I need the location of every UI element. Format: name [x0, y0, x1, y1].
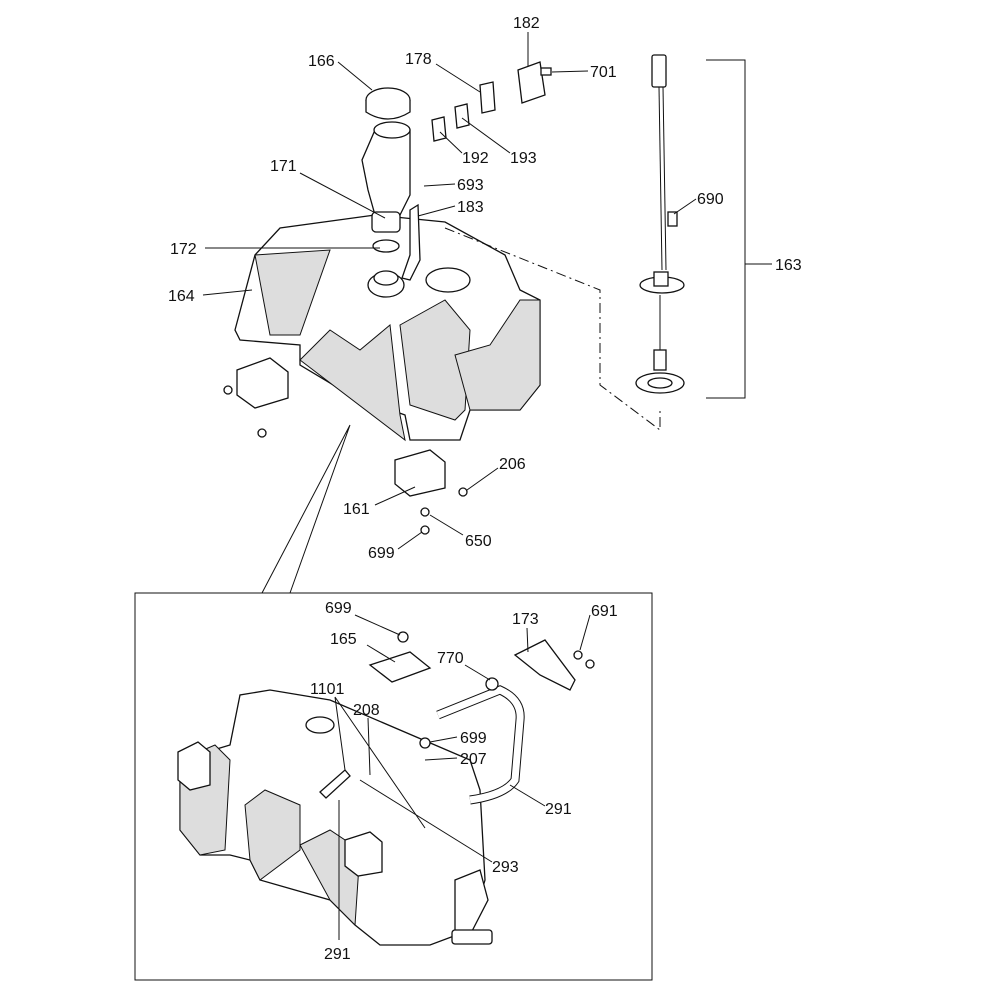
- part-label-206: 206: [499, 456, 526, 473]
- part-label-699-detail: 699: [325, 600, 352, 617]
- part-label-291-lower: 291: [324, 946, 351, 963]
- part-label-693: 693: [457, 177, 484, 194]
- part-label-164: 164: [168, 288, 195, 305]
- bracket-173: [513, 639, 576, 691]
- part-label-165: 165: [330, 631, 357, 648]
- plate-165: [368, 651, 432, 683]
- part-label-650: 650: [465, 533, 492, 550]
- part-label-183: 183: [457, 199, 484, 216]
- part-label-173: 173: [512, 611, 539, 628]
- fuel-sender-unit: [635, 54, 685, 394]
- part-label-690: 690: [697, 191, 724, 208]
- part-label-171: 171: [270, 158, 297, 175]
- part-label-208: 208: [353, 702, 380, 719]
- part-label-291: 291: [545, 801, 572, 818]
- mount-brackets: [223, 357, 468, 535]
- part-label-770: 770: [437, 650, 464, 667]
- part-label-166: 166: [308, 53, 335, 70]
- part-label-293: 293: [492, 859, 519, 876]
- part-label-1101: 1101: [310, 681, 345, 698]
- leader-lines: [202, 32, 697, 940]
- part-label-182: 182: [513, 15, 540, 32]
- fuel-tank-lower: [177, 689, 493, 946]
- part-label-193: 193: [510, 150, 537, 167]
- fuel-hose: [436, 685, 525, 805]
- part-label-178: 178: [405, 51, 432, 68]
- upper-brackets: [431, 61, 552, 142]
- filler-neck: [361, 87, 421, 281]
- part-label-691: 691: [591, 603, 618, 620]
- detail-frame: [134, 592, 653, 981]
- part-label-163: 163: [775, 257, 802, 274]
- part-label-207: 207: [460, 751, 487, 768]
- part-label-699-hose: 699: [460, 730, 487, 747]
- fuel-tank-upper: [234, 214, 541, 442]
- part-label-161: 161: [343, 501, 370, 518]
- part-label-172: 172: [170, 241, 197, 258]
- part-label-192: 192: [462, 150, 489, 167]
- part-label-699: 699: [368, 545, 395, 562]
- part-label-701: 701: [590, 64, 617, 81]
